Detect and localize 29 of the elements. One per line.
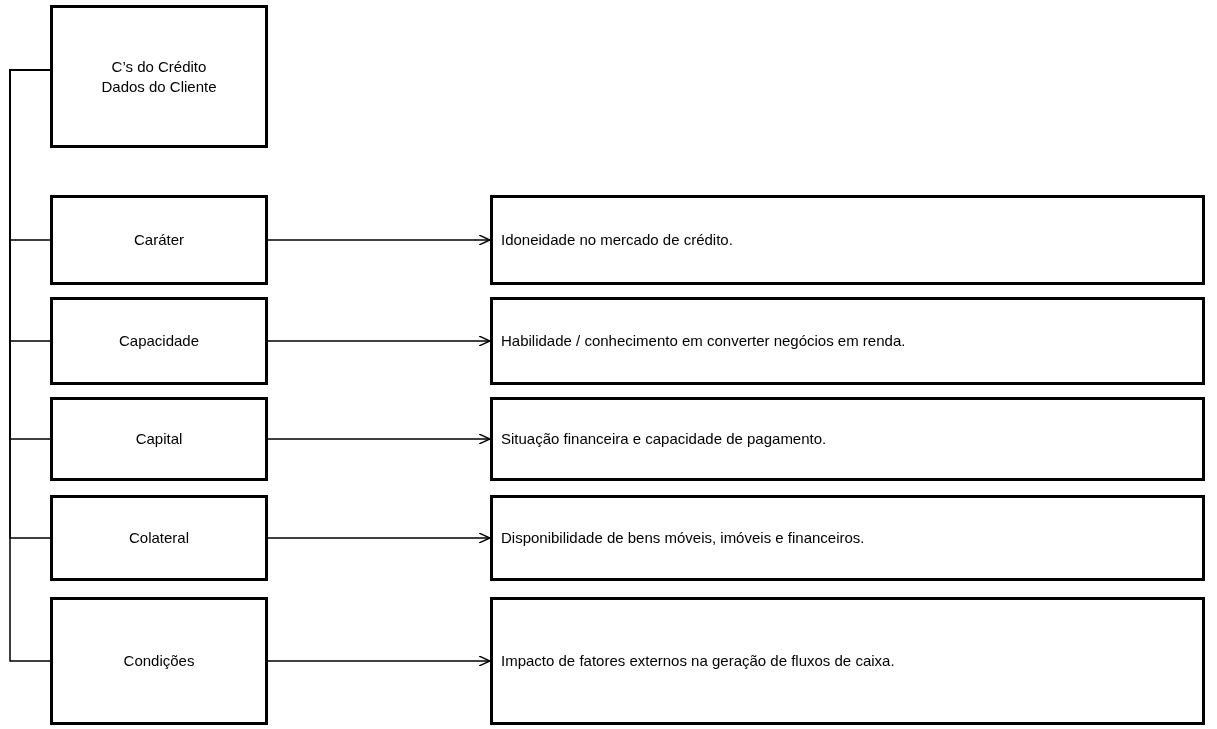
category-label: Capital: [135, 429, 183, 449]
category-box: [50, 495, 268, 581]
connector-line: [9, 69, 51, 662]
arrow: [267, 532, 491, 544]
category-box: [50, 195, 268, 285]
description-text: Disponibilidade de bens móveis, imóveis e financeiros.: [501, 528, 865, 548]
category-box: [50, 5, 268, 148]
arrow: [267, 655, 491, 667]
description-text: Situação financeira e capacidade de pagamento.: [501, 429, 827, 449]
description-box: [490, 297, 1205, 385]
category-label: Colateral: [129, 528, 189, 548]
category-box: [50, 597, 268, 725]
description-text: Habilidade / conhecimento em converter negócios em renda.: [501, 331, 906, 351]
category-label: Caráter: [134, 230, 184, 250]
category-label: Dados do Cliente: [101, 76, 217, 97]
arrow: [267, 234, 491, 246]
category-box: [50, 397, 268, 481]
description-text: Idoneidade no mercado de crédito.: [501, 230, 733, 250]
category-label: Capacidade: [118, 331, 200, 351]
arrow: [267, 335, 491, 347]
description-box: [490, 397, 1205, 481]
category-box: [50, 297, 268, 385]
arrow: [267, 433, 491, 445]
description-box: [490, 195, 1205, 285]
description-text: Impacto de fatores externos na geração de fluxos de caixa.: [501, 651, 895, 671]
category-label: C’s do Crédito: [111, 56, 207, 77]
description-box: [490, 495, 1205, 581]
description-box: [490, 597, 1205, 725]
category-label: Condições: [123, 651, 195, 671]
